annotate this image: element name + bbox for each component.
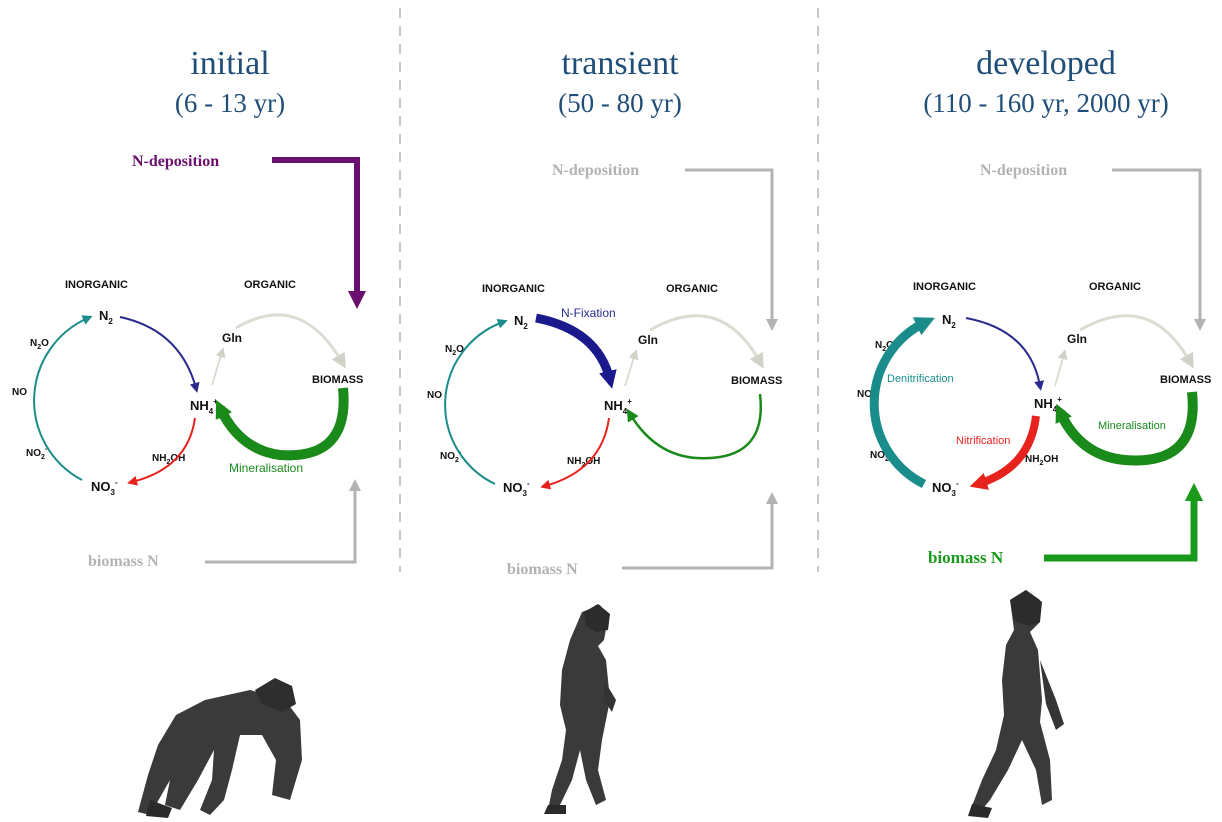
panel-title: initial <box>190 45 269 82</box>
fixation-arrow <box>119 316 200 393</box>
panel-title: developed <box>976 45 1116 82</box>
n-deposition-arrow <box>1112 168 1206 331</box>
gln-to-biomass-arc <box>649 314 764 369</box>
n-deposition-label: N-deposition <box>980 162 1067 179</box>
process-label-mineralisation: Mineralisation <box>229 461 303 475</box>
mineralisation-arc <box>1055 391 1198 466</box>
nh4-species: NH4+ <box>1034 395 1062 414</box>
denitrification-arc <box>869 317 935 489</box>
n-deposition-label: N-deposition <box>552 162 639 179</box>
gln-to-biomass-arc <box>235 313 346 369</box>
fixation-arrow <box>965 317 1045 391</box>
organic-label: ORGANIC <box>1089 281 1141 293</box>
biomass-species: BIOMASS <box>731 375 782 387</box>
mineralisation-arc <box>215 387 349 461</box>
nitrification-arrow <box>969 415 1040 490</box>
n2o-species: N2O <box>30 338 49 351</box>
biomass-n-label: biomass N <box>507 561 578 578</box>
no3-species: NO3- <box>91 478 118 497</box>
n2-species: N2 <box>942 312 956 330</box>
biomass-n-arrow <box>622 492 778 570</box>
biomass-n-label: biomass N <box>928 548 1004 567</box>
no-species: NO <box>427 390 442 401</box>
stooped-hominid-silhouette <box>544 604 616 814</box>
inorganic-label: INORGANIC <box>482 283 545 295</box>
panel-transient: transient (50 - 80 yr) N-deposition biom… <box>427 45 782 814</box>
nh4-species: NH4+ <box>604 397 632 416</box>
process-label-n-fixation: N-Fixation <box>561 306 616 320</box>
panel-title: transient <box>561 45 679 82</box>
no2-species: NO2- <box>26 446 48 461</box>
nh2oh-species: NH2OH <box>1025 454 1058 467</box>
gln-to-biomass-arc <box>1079 314 1194 369</box>
panel-period: (110 - 160 yr, 2000 yr) <box>923 88 1168 118</box>
mineralisation-arc <box>626 393 763 460</box>
biomass-species: BIOMASS <box>312 374 363 386</box>
panel-initial: initial (6 - 13 yr) N-deposition biomass… <box>12 45 366 818</box>
process-label-mineralisation: Mineralisation <box>1098 420 1166 432</box>
denitrification-arc <box>33 315 93 481</box>
n2-species: N2 <box>99 308 113 326</box>
nitrification-arrow <box>127 417 196 486</box>
n-deposition-arrow <box>272 157 366 309</box>
no3-species: NO3- <box>503 479 530 498</box>
gln-species: Gln <box>1067 332 1087 346</box>
panel-developed: developed (110 - 160 yr, 2000 yr) N-depo… <box>857 45 1211 818</box>
crouching-ape-silhouette <box>138 678 302 818</box>
n2o-species: N2O <box>445 344 464 357</box>
denitrification-arc <box>444 319 508 485</box>
nh4-species: NH4+ <box>190 397 218 416</box>
gln-species: Gln <box>222 331 242 345</box>
gln-species: Gln <box>638 333 658 347</box>
nh4-to-gln-arrow <box>1054 349 1068 387</box>
nh4-to-gln-arrow <box>624 349 639 387</box>
process-label-nitrification: Nitrification <box>956 435 1010 447</box>
fixation-arrow <box>535 313 617 389</box>
n2-species: N2 <box>514 313 528 331</box>
process-label-denitrification: Denitrification <box>887 373 954 385</box>
organic-label: ORGANIC <box>244 279 296 291</box>
biomass-n-label: biomass N <box>88 553 159 570</box>
biomass-species: BIOMASS <box>1160 374 1211 386</box>
nh2oh-species: NH2OH <box>152 453 185 466</box>
n-deposition-label: N-deposition <box>132 153 219 170</box>
panel-period: (6 - 13 yr) <box>175 88 285 118</box>
no-species: NO <box>857 389 872 400</box>
nitrification-arrow <box>540 417 610 490</box>
organic-label: ORGANIC <box>666 283 718 295</box>
upright-human-silhouette <box>968 590 1064 818</box>
nh4-to-gln-arrow <box>211 347 226 386</box>
no-species: NO <box>12 387 27 398</box>
biomass-n-arrow <box>205 479 361 564</box>
inorganic-label: INORGANIC <box>65 279 128 291</box>
biomass-n-arrow <box>1044 482 1204 562</box>
panel-period: (50 - 80 yr) <box>558 88 682 118</box>
inorganic-label: INORGANIC <box>913 281 976 293</box>
n-deposition-arrow <box>685 168 778 331</box>
no3-species: NO3- <box>932 479 959 498</box>
